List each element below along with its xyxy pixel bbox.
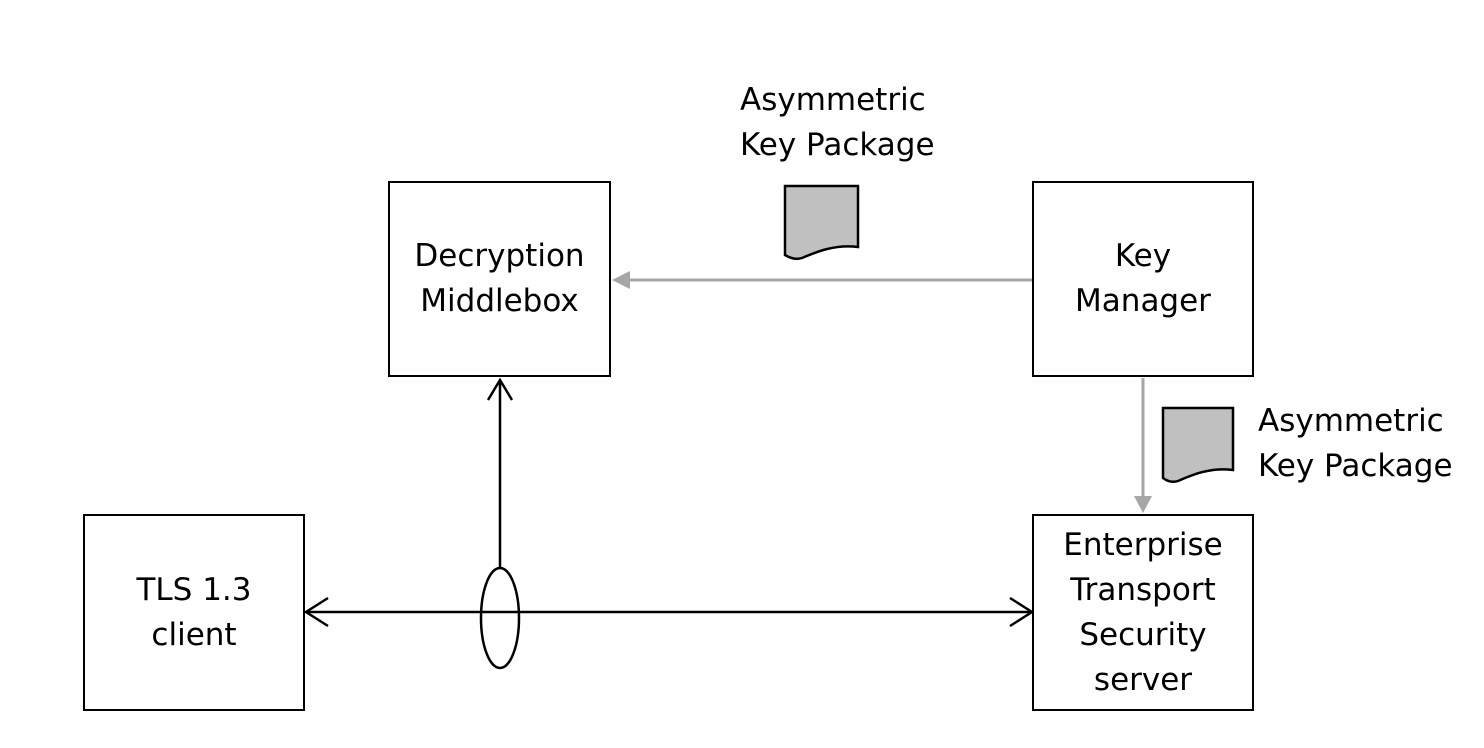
tls-client-box: TLS 1.3 client bbox=[83, 514, 305, 711]
key-manager-label-line1: Key bbox=[1114, 238, 1172, 274]
arrowhead-to-middlebox-tap bbox=[486, 377, 514, 401]
ets-server-label-line2: Transport bbox=[1070, 571, 1216, 608]
key-package-caption-right-line1: Asymmetric bbox=[1258, 403, 1444, 439]
document-icon bbox=[783, 184, 860, 261]
tls-client-label-line1: TLS 1.3 bbox=[136, 571, 252, 608]
decryption-middlebox-box: Decryption Middlebox bbox=[388, 181, 611, 377]
arrowhead-to-server bbox=[1134, 496, 1152, 513]
key-package-caption-top: Asymmetric Key Package bbox=[740, 78, 935, 168]
decryption-middlebox-label-line1: Decryption bbox=[414, 238, 585, 274]
key-package-caption-right-line2: Key Package bbox=[1258, 448, 1453, 484]
enterprise-transport-security-server-box: Enterprise Transport Security server bbox=[1032, 514, 1254, 711]
key-package-caption-top-line1: Asymmetric bbox=[740, 82, 926, 118]
decryption-middlebox-label-line2: Middlebox bbox=[420, 283, 579, 319]
key-package-caption-top-line2: Key Package bbox=[740, 127, 935, 163]
document-icon bbox=[1161, 406, 1235, 484]
ets-server-label-line4: server bbox=[1093, 661, 1193, 698]
ets-server-label-line3: Security bbox=[1079, 616, 1207, 653]
key-package-caption-right: Asymmetric Key Package bbox=[1258, 399, 1453, 489]
ellipse-tap-icon bbox=[479, 566, 521, 670]
arrowhead-to-middlebox bbox=[612, 271, 630, 289]
tls-client-label-line2: client bbox=[151, 616, 237, 653]
ets-server-label-line1: Enterprise bbox=[1063, 526, 1223, 563]
key-manager-box: Key Manager bbox=[1032, 181, 1254, 377]
arrowhead-to-client bbox=[303, 596, 329, 628]
key-manager-label-line2: Manager bbox=[1075, 283, 1211, 319]
